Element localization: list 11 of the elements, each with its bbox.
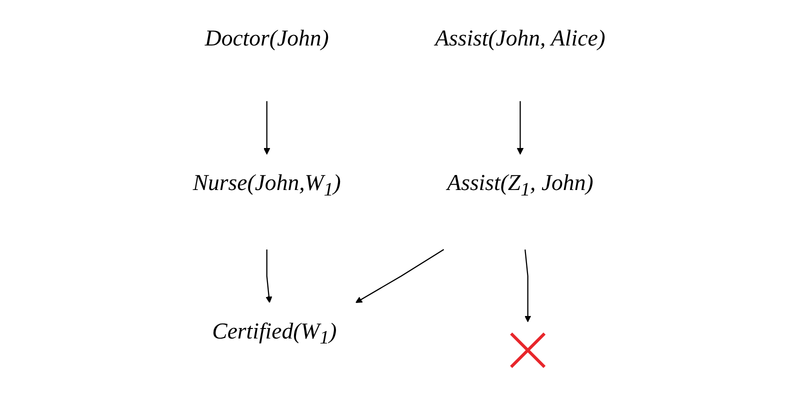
arrow <box>524 249 532 322</box>
node-text: Assist(Z$_{1}$, John) <box>448 170 594 200</box>
arrow <box>264 101 271 155</box>
node-text: Certified(W$_{1}$) <box>212 318 338 348</box>
arrow <box>517 101 524 155</box>
node-text: Doctor(John) <box>205 26 330 52</box>
arrow <box>266 250 273 303</box>
node-text: Nurse(John,W$_{1}$) <box>193 170 342 200</box>
node-text: Assist(John, Alice) <box>435 26 606 52</box>
arrow <box>356 249 444 303</box>
cross-mark-icon <box>510 332 546 368</box>
